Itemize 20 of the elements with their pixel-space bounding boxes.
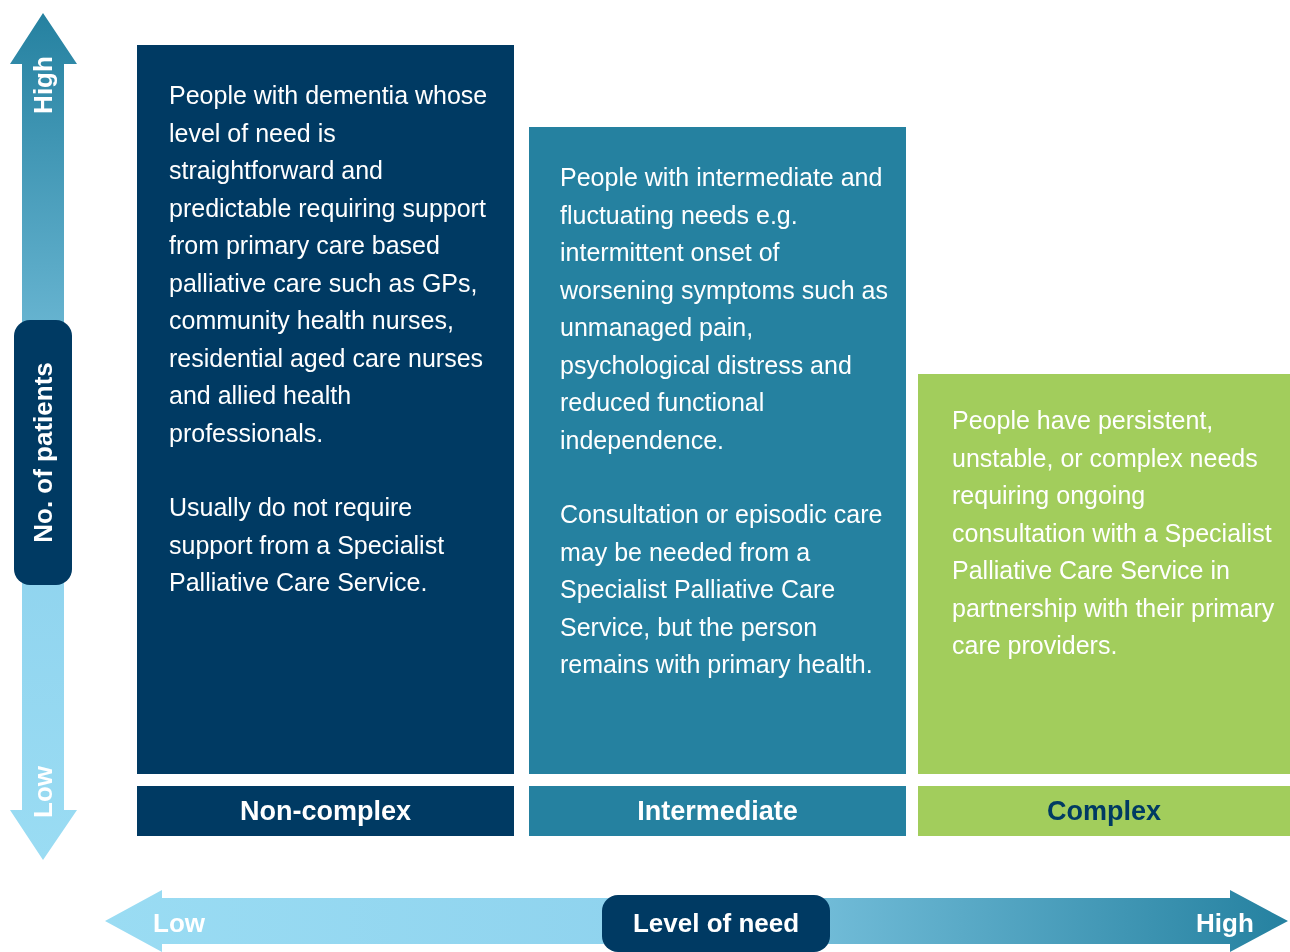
description-box (529, 127, 906, 774)
description-box (137, 45, 514, 774)
axis-end-label: Low (27, 766, 59, 818)
category-label: Complex (1047, 795, 1161, 827)
description-box (918, 374, 1290, 774)
category-label: Non-complex (240, 795, 411, 827)
axis-end-label: High (1196, 908, 1254, 939)
description-text: People with intermediate and fluctuating needs e.g. intermittent onset of worsening symptoms such as unmanaged pain, psychological distress and reduced functional independence. (560, 162, 889, 456)
category-label: Intermediate (637, 795, 798, 827)
description-text: People with dementia whose level of need is straightforward and predictable requiring support from primary care based palliative care such as GPs, community health nurses, residential aged care nurses and allied health professionals. (169, 80, 489, 449)
axis-title-pill: No. of patients (14, 320, 72, 585)
description-text: Usually do not require support from a Specialist Palliative Care Service. (169, 492, 446, 598)
description-text: People have persistent, unstable, or complex needs requiring ongoing consultation with a Specialist Palliative Care Service in partnership with their primary care providers. (952, 405, 1276, 661)
axis-title-pill: Level of need (602, 895, 830, 952)
axis-end-label: Low (153, 908, 205, 939)
category-bar (918, 786, 1290, 836)
category-bar (137, 786, 514, 836)
description-text: Consultation or episodic care may be needed from a Specialist Palliative Care Service, but the person remains with primary health. (560, 499, 884, 680)
category-bar (529, 786, 906, 836)
axis-end-label: High (27, 56, 59, 114)
